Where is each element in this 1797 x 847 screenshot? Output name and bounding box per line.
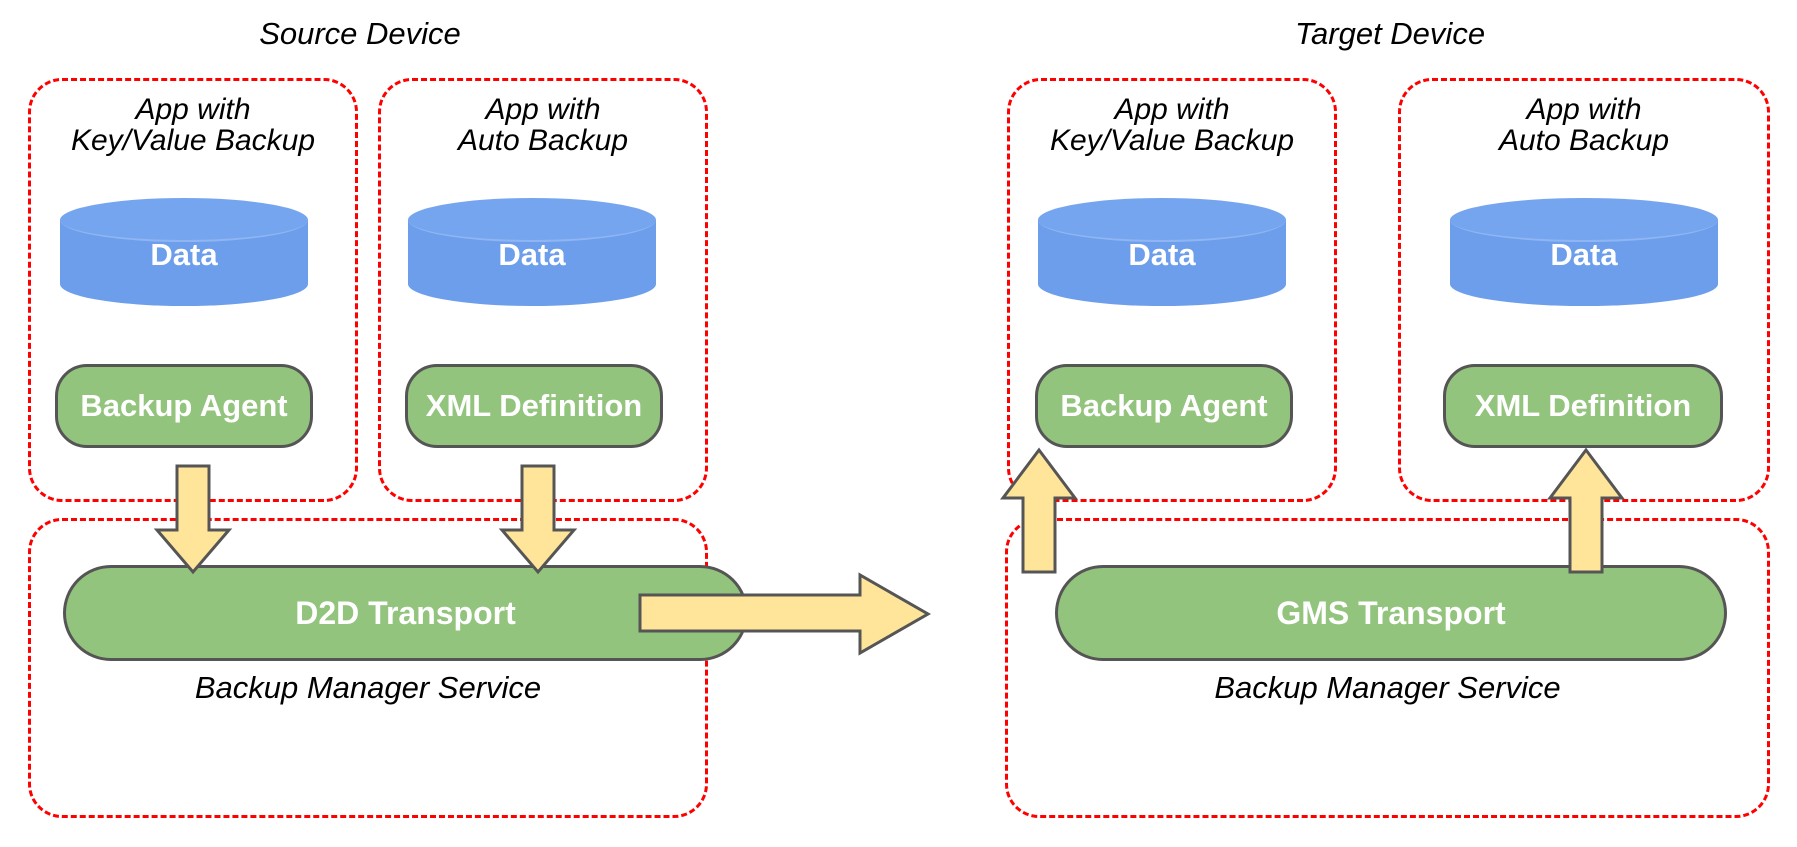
component-label: Backup Agent	[80, 388, 288, 423]
app-container-target-key-value	[1007, 78, 1337, 502]
cylinder-top-ellipse	[60, 198, 308, 242]
app-caption-source-auto-backup: App with Auto Backup	[457, 93, 629, 157]
arrow-up-target-key-value	[1000, 447, 1078, 574]
data-cylinder-source-key-value: Data	[60, 198, 308, 306]
data-cylinder-target-key-value: Data	[1038, 198, 1286, 306]
data-cylinder-source-auto-backup: Data	[408, 198, 656, 306]
cylinder-top-ellipse	[1038, 198, 1286, 242]
device-title-target: Target Device	[1294, 16, 1486, 51]
data-label: Data	[498, 236, 566, 272]
app-caption-target-key-value: App with Key/Value Backup	[1049, 93, 1295, 157]
component-d2d-transport[interactable]: D2D Transport	[63, 565, 748, 661]
component-label: Backup Agent	[1060, 388, 1268, 423]
component-source-xml-definition[interactable]: XML Definition	[405, 364, 663, 448]
arrow-down-source-key-value	[153, 464, 233, 575]
component-label: XML Definition	[1474, 388, 1692, 423]
service-container-source	[28, 518, 708, 818]
arrow-right-d2d-to-gms	[638, 572, 932, 656]
component-target-xml-definition[interactable]: XML Definition	[1443, 364, 1723, 448]
data-label: Data	[150, 236, 218, 272]
service-caption-target: Backup Manager Service	[1214, 670, 1561, 705]
cylinder-top-ellipse	[1450, 198, 1718, 242]
component-gms-transport[interactable]: GMS Transport	[1055, 565, 1727, 661]
data-cylinder-target-auto-backup: Data	[1450, 198, 1718, 306]
component-label: GMS Transport	[1276, 594, 1506, 631]
arrow-down-source-auto-backup	[498, 464, 578, 575]
component-label: D2D Transport	[295, 594, 516, 631]
app-caption-source-key-value: App with Key/Value Backup	[70, 93, 316, 157]
service-container-target	[1005, 518, 1770, 818]
data-label: Data	[1128, 236, 1196, 272]
device-title-source: Source Device	[259, 16, 461, 51]
data-label: Data	[1550, 236, 1618, 272]
service-caption-source: Backup Manager Service	[194, 670, 542, 705]
component-label: XML Definition	[425, 388, 643, 423]
app-caption-target-auto-backup: App with Auto Backup	[1498, 93, 1670, 157]
arrow-up-target-auto-backup	[1547, 447, 1625, 574]
cylinder-top-ellipse	[408, 198, 656, 242]
component-source-backup-agent[interactable]: Backup Agent	[55, 364, 313, 448]
component-target-backup-agent[interactable]: Backup Agent	[1035, 364, 1293, 448]
